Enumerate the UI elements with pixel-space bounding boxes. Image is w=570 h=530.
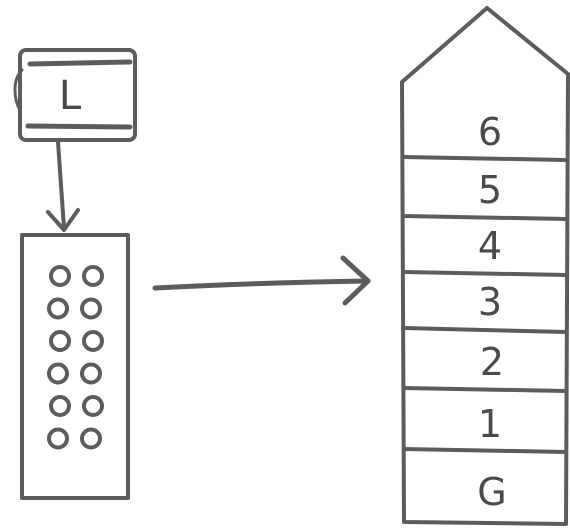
panel-button-r5-c2 xyxy=(82,395,104,417)
floor-divider-1 xyxy=(402,155,568,162)
floor-label-3: 3 xyxy=(478,280,502,324)
panel-to-building-arrow-head xyxy=(340,255,371,306)
building: 6 5 4 3 2 1G xyxy=(400,6,570,526)
floor-divider-2 xyxy=(402,214,568,221)
panel-button-r1-c1 xyxy=(49,265,71,287)
floor-label-4: 4 xyxy=(478,224,502,268)
panel-button-r6-c1 xyxy=(47,427,69,450)
panel-button-r2-c1 xyxy=(47,297,69,320)
button-panel-outline xyxy=(20,233,130,500)
floor-label-6: 6 xyxy=(478,110,502,154)
lift-box-top-band xyxy=(27,59,133,67)
panel-to-building-arrow-shaft xyxy=(152,278,371,291)
building-floor-labels: 6 5 4 3 2 1G xyxy=(477,110,506,514)
floor-label-1: 1 xyxy=(478,402,502,446)
panel-button-r4-c2 xyxy=(80,362,102,385)
lift-to-panel-arrow-head xyxy=(46,208,80,232)
lift-box: L xyxy=(13,48,137,142)
building-floor-lines xyxy=(402,155,568,454)
lift-to-panel-arrow xyxy=(46,140,80,232)
lift-box-left-scribble xyxy=(13,68,24,112)
button-panel-buttons xyxy=(47,265,104,450)
panel-button-r4-c1 xyxy=(47,362,69,385)
lift-box-outline xyxy=(18,48,137,142)
panel-button-r5-c1 xyxy=(49,395,71,417)
panel-button-r2-c2 xyxy=(80,297,102,320)
floor-label-2: 2 xyxy=(480,340,504,384)
floor-label-g: G xyxy=(477,470,506,514)
panel-button-r3-c1 xyxy=(49,330,71,352)
panel-button-r1-c2 xyxy=(82,265,104,287)
button-panel xyxy=(20,233,130,500)
floor-divider-6 xyxy=(402,447,568,454)
floor-divider-3 xyxy=(402,270,568,277)
panel-button-r6-c2 xyxy=(80,427,102,450)
floor-divider-4 xyxy=(402,326,568,334)
panel-to-building-arrow xyxy=(152,255,371,306)
floor-label-5: 5 xyxy=(478,168,502,212)
lift-label: L xyxy=(59,73,82,119)
floor-divider-5 xyxy=(402,386,568,393)
lift-box-bottom-band xyxy=(25,123,133,130)
panel-button-r3-c2 xyxy=(82,330,104,352)
lift-to-panel-arrow-shaft xyxy=(56,140,66,230)
